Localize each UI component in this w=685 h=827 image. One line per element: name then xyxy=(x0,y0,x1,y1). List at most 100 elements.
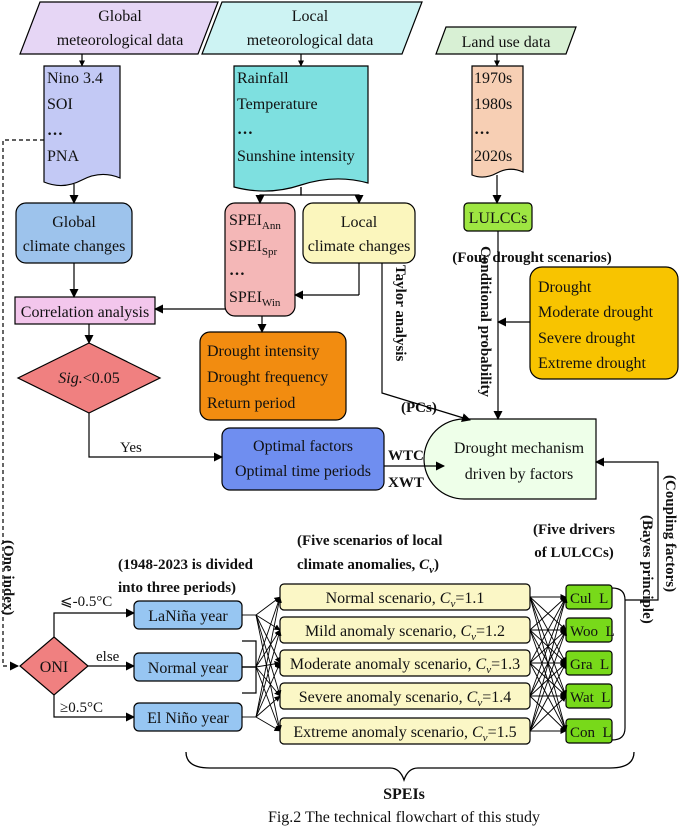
periods-title-line2: into three periods) xyxy=(118,580,236,596)
drought-intensity: Drought intensity xyxy=(207,343,319,360)
global-data-label-1: Global xyxy=(98,8,142,25)
global-index-2: SOI xyxy=(47,96,73,113)
scenario-label: Severe anomaly scenario, Cv=1.4 xyxy=(299,689,512,709)
scenario-driver-link xyxy=(529,629,567,732)
land-use-period-1: 1970s xyxy=(474,70,512,87)
optimal-factors: Optimal factors xyxy=(253,438,353,455)
elnino-year-label: El Niño year xyxy=(147,710,229,727)
year-scenario-link xyxy=(255,666,281,697)
lanina-year-label: LaNiña year xyxy=(148,608,228,625)
return-period: Return period xyxy=(207,395,295,412)
four-drought-scenarios-box xyxy=(529,266,679,380)
land-use-periods-doc xyxy=(471,65,524,178)
local-climate-changes-line2: climate changes xyxy=(308,238,411,255)
year-scenario-link xyxy=(255,695,281,718)
global-index-3: … xyxy=(47,122,63,139)
spei-ellipsis: … xyxy=(229,262,245,279)
bayes-principle-label: (Bayes principle) xyxy=(639,515,655,624)
scenario-label: Mild anomaly scenario, Cv=1.2 xyxy=(305,623,505,643)
year-scenario-link xyxy=(255,629,282,718)
threshold-else: else xyxy=(96,649,120,665)
driver-label: Cul L xyxy=(570,591,608,607)
drought-mechanism-box xyxy=(423,418,597,500)
xwt-label: XWT xyxy=(388,475,424,491)
global-data-label-2: meteorological data xyxy=(57,32,184,49)
year-scenario-link xyxy=(255,596,281,616)
scenario-moderate-drought: Moderate drought xyxy=(538,304,654,321)
year-scenario-link xyxy=(255,596,282,718)
one-index-label: (One index) xyxy=(0,540,16,615)
scenario-drought: Drought xyxy=(538,279,592,296)
drought-mechanism-line2: driven by factors xyxy=(465,466,573,483)
spei-spring: SPEISpr xyxy=(229,238,278,258)
wtc-label: WTC xyxy=(388,448,424,464)
scenario-driver-link xyxy=(529,596,567,697)
year-scenario-link xyxy=(255,629,281,668)
local-data-label-1: Local xyxy=(292,8,329,25)
local-variables-doc xyxy=(233,65,369,192)
local-variable-1: Rainfall xyxy=(237,70,289,87)
global-index-1: Nino 3.4 xyxy=(47,70,103,87)
scenario-links xyxy=(242,594,568,734)
drought-properties-box xyxy=(199,331,347,421)
local-variable-3: … xyxy=(237,121,253,138)
scenario-driver-link xyxy=(529,596,567,631)
oni-label: ONI xyxy=(40,659,68,676)
speis-label: SPEIs xyxy=(383,786,425,803)
scenario-driver-link xyxy=(529,596,567,664)
drivers-title-line1: (Five drivers xyxy=(533,522,615,538)
global-data-input xyxy=(19,1,219,55)
significance-label: Sig.<0.05 xyxy=(58,370,119,387)
land-use-data-label: Land use data xyxy=(462,34,551,51)
four-drought-scenarios-title: (Four drought scenarios) xyxy=(452,250,611,266)
global-climate-changes-line2: climate changes xyxy=(23,238,126,255)
local-data-input xyxy=(201,1,423,55)
lulcc-drivers: Cul L Woo L Gra L Wat L Con L xyxy=(565,584,615,744)
speis-brace xyxy=(185,751,635,783)
lulccs-label: LULCCs xyxy=(469,210,528,227)
local-climate-changes-line1: Local xyxy=(341,214,378,231)
year-scenario-link xyxy=(255,614,281,631)
threshold-lanina: ⩽-0.5°C xyxy=(60,594,112,610)
year-scenario-link xyxy=(255,716,281,732)
scenario-label: Extreme anomaly scenario, Cv=1.5 xyxy=(293,724,516,744)
land-use-period-4: 2020s xyxy=(474,148,512,165)
scenario-extreme-drought: Extreme drought xyxy=(538,355,647,372)
normal-year-label: Normal year xyxy=(148,660,229,677)
year-scenario-link xyxy=(255,666,281,732)
correlation-analysis-box xyxy=(14,296,156,325)
year-scenario-link xyxy=(255,660,281,668)
coupling-factors-label: (Coupling factors) xyxy=(662,475,678,592)
land-use-data-input xyxy=(435,26,577,55)
yes-label: Yes xyxy=(120,440,142,456)
drivers-title-line2: of LULCCs) xyxy=(534,545,614,561)
correlation-analysis-label: Correlation analysis xyxy=(21,304,149,321)
scenario-label: Moderate anomaly scenario, Cv=1.3 xyxy=(290,656,520,676)
local-variable-2: Temperature xyxy=(237,96,318,113)
land-use-period-3: … xyxy=(474,121,490,138)
global-climate-changes-line1: Global xyxy=(52,214,96,231)
optimal-time-periods: Optimal time periods xyxy=(235,463,371,480)
pcs-label: (PCs) xyxy=(401,400,437,416)
scenario-driver-link xyxy=(529,596,568,732)
scenario-driver-link xyxy=(529,662,567,732)
figure-caption: Fig.2 The technical flowchart of this st… xyxy=(268,809,540,826)
global-index-4: PNA xyxy=(47,148,79,165)
driver-label: Con L xyxy=(570,725,612,741)
top-connectors xyxy=(2,54,659,671)
driver-label: Gra L xyxy=(570,657,609,673)
taylor-analysis-label: Taylor analysis xyxy=(392,265,408,361)
threshold-elnino: ≥0.5°C xyxy=(60,700,103,716)
scenario-severe-drought: Severe drought xyxy=(538,330,636,347)
periods-title-line1: (1948-2023 is divided xyxy=(118,557,254,573)
driver-label: Woo L xyxy=(570,624,615,640)
global-indices-doc xyxy=(43,65,121,187)
scenario-label: Normal scenario, Cv=1.1 xyxy=(326,590,485,610)
scenario-driver-link xyxy=(529,695,567,732)
spei-annual: SPEIAnn xyxy=(229,212,281,232)
driver-label: Wat L xyxy=(570,690,610,706)
local-data-label-2: meteorological data xyxy=(247,32,374,49)
year-scenario-link xyxy=(255,662,281,718)
